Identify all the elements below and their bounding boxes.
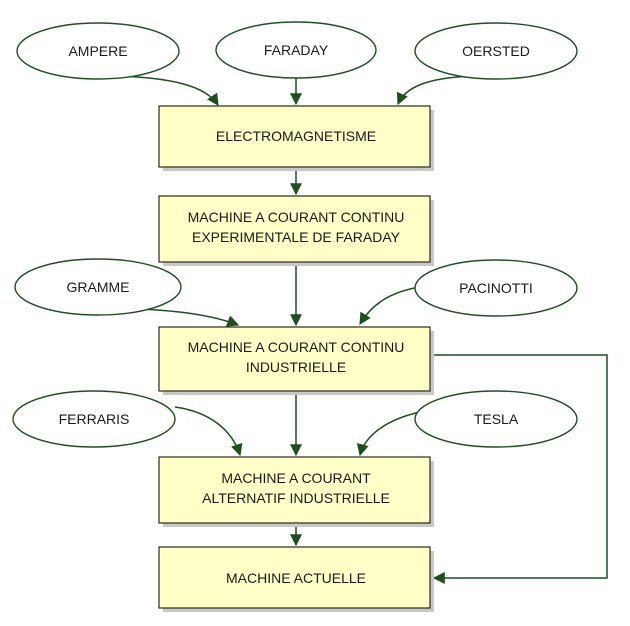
- edge-tesla-ac-industrial: [356, 411, 421, 457]
- node-oersted: OERSTED: [414, 22, 578, 80]
- label-faraday: FARADAY: [264, 42, 329, 58]
- node-gramme: GRAMME: [14, 258, 182, 316]
- node-faraday-machine: MACHINE A COURANT CONTINU EXPERIMENTALE …: [158, 195, 434, 266]
- node-ac-industrial: MACHINE A COURANT ALTERNATIF INDUSTRIELL…: [158, 456, 434, 527]
- node-tesla: TESLA: [414, 390, 578, 448]
- node-ampere: AMPERE: [16, 22, 180, 80]
- node-current: MACHINE ACTUELLE: [158, 546, 434, 612]
- node-electromagnetisme: ELECTROMAGNETISME: [158, 105, 434, 171]
- node-faraday: FARADAY: [215, 21, 377, 79]
- label-faraday-machine-line1: MACHINE A COURANT CONTINU: [188, 209, 405, 225]
- label-current: MACHINE ACTUELLE: [226, 570, 366, 586]
- node-pacinotti: PACINOTTI: [414, 259, 578, 317]
- edge-gramme-dc-industrial: [137, 308, 240, 327]
- edge-ampere-electromagnetisme: [117, 75, 219, 107]
- node-dc-industrial: MACHINE A COURANT CONTINU INDUSTRIELLE: [158, 326, 434, 395]
- label-faraday-machine-line2: EXPERIMENTALE DE FARADAY: [192, 229, 401, 245]
- label-ac-industrial-line2: ALTERNATIF INDUSTRIELLE: [202, 490, 390, 506]
- label-ferraris: FERRARIS: [59, 411, 130, 427]
- connectors: [117, 75, 608, 584]
- edge-pacinotti-dc-industrial: [359, 286, 421, 326]
- edge-ferraris-ac-industrial: [174, 406, 243, 457]
- label-pacinotti: PACINOTTI: [459, 280, 533, 296]
- label-electromagnetisme: ELECTROMAGNETISME: [216, 128, 376, 144]
- node-ferraris: FERRARIS: [12, 390, 176, 448]
- label-tesla: TESLA: [474, 411, 519, 427]
- label-dc-industrial-line1: MACHINE A COURANT CONTINU: [188, 339, 405, 355]
- label-dc-industrial-line2: INDUSTRIELLE: [246, 359, 346, 375]
- edge-dc-industrial-current: [432, 354, 608, 584]
- person-nodes: AMPERE FARADAY OERSTED GRAMME PACINOTTI …: [12, 21, 578, 448]
- label-ampere: AMPERE: [68, 43, 127, 59]
- label-gramme: GRAMME: [67, 279, 130, 295]
- label-oersted: OERSTED: [462, 43, 530, 59]
- step-nodes: ELECTROMAGNETISME MACHINE A COURANT CONT…: [158, 105, 434, 612]
- label-ac-industrial-line1: MACHINE A COURANT: [221, 470, 371, 486]
- edge-oersted-electromagnetisme: [396, 75, 473, 106]
